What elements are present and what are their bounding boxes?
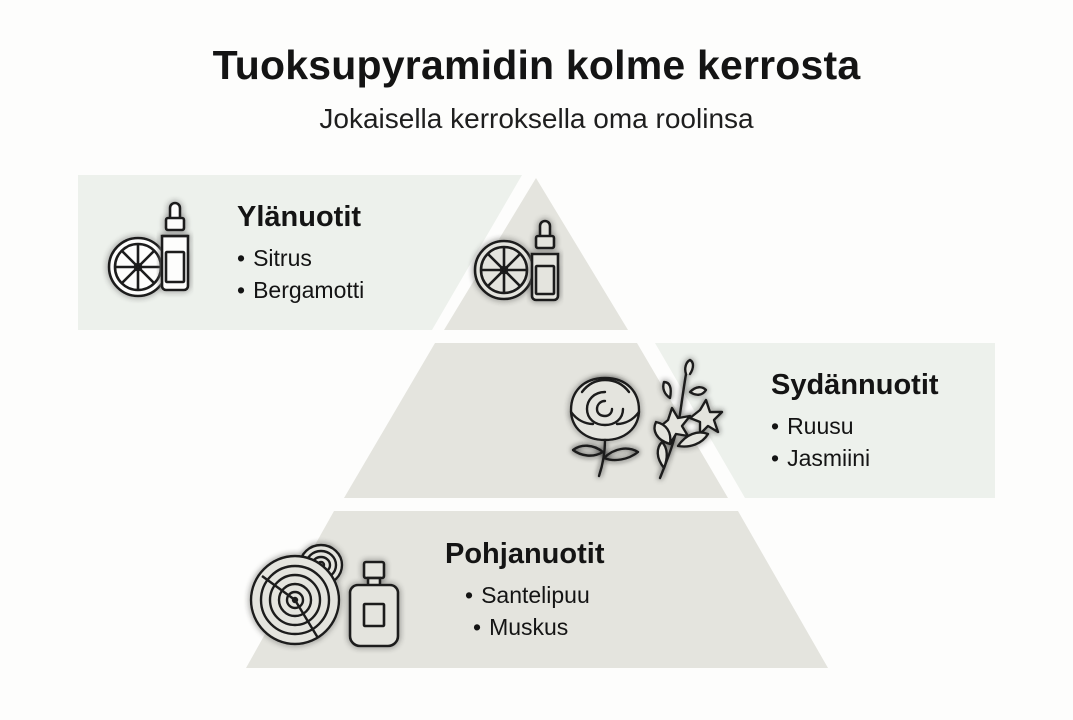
page-subtitle: Jokaisella kerroksella oma roolinsa bbox=[319, 103, 754, 134]
dropper-bottle-icon bbox=[530, 219, 560, 302]
base-notes-list: Santelipuu Muskus bbox=[465, 579, 604, 643]
layer-name-top: Ylänuotit bbox=[237, 201, 362, 233]
citrus-slice-icon bbox=[107, 236, 169, 298]
dropper-bottle-icon bbox=[160, 201, 190, 292]
pyramid-middle-tier bbox=[344, 343, 728, 498]
base-notes-label: Pohjanuotit Santelipuu Muskus bbox=[445, 538, 604, 643]
citrus-slice-icon bbox=[473, 239, 535, 301]
heart-notes-list: Ruusu Jasmiini bbox=[771, 410, 939, 474]
list-item: Ruusu bbox=[771, 410, 939, 442]
list-item: Jasmiini bbox=[771, 442, 939, 474]
top-notes-label: Ylänuotit Sitrus Bergamotti bbox=[237, 201, 364, 306]
layer-name-middle: Sydännuotit bbox=[771, 369, 939, 401]
heart-notes-label: Sydännuotit Ruusu Jasmiini bbox=[771, 369, 939, 474]
layer-name-bottom: Pohjanuotit bbox=[445, 538, 605, 570]
page-title: Tuoksupyramidin kolme kerrosta bbox=[212, 42, 861, 88]
wood-rings-icon bbox=[249, 543, 344, 646]
list-item: Sitrus bbox=[237, 242, 364, 274]
perfume-bottle-icon bbox=[348, 560, 400, 648]
jasmine-icon bbox=[653, 358, 724, 480]
list-item: Muskus bbox=[473, 611, 604, 643]
top-notes-list: Sitrus Bergamotti bbox=[237, 242, 364, 306]
rose-icon bbox=[569, 376, 641, 478]
list-item: Santelipuu bbox=[465, 579, 604, 611]
list-item: Bergamotti bbox=[237, 274, 364, 306]
